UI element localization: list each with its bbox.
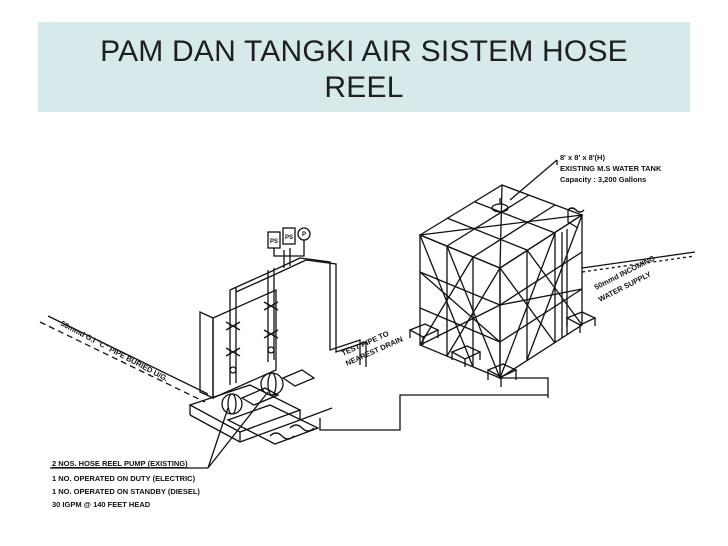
gauge-label-1: PS xyxy=(270,239,278,245)
title-band: PAM DAN TANGKI AIR SISTEM HOSE REEL xyxy=(38,22,690,112)
gauge-label-2: PS xyxy=(285,235,293,241)
slide-title: PAM DAN TANGKI AIR SISTEM HOSE REEL xyxy=(38,34,690,106)
pressure-gauges xyxy=(267,227,311,257)
water-tank xyxy=(408,184,597,387)
pump-skid xyxy=(188,248,320,445)
pump-note-line-2: 1 NO. OPERATED ON STANDBY (DIESEL) xyxy=(52,487,200,496)
title-line-1: PAM DAN TANGKI AIR SISTEM HOSE xyxy=(100,35,628,68)
title-line-2: REEL xyxy=(324,71,404,104)
pump-note-line-1: 1 NO. OPERATED ON DUTY (ELECTRIC) xyxy=(52,474,196,483)
gauge-label-3: P xyxy=(302,232,306,238)
tank-spec-line-2: EXISTING M.S WATER TANK xyxy=(560,164,662,173)
tank-spec-line-3: Capacity : 3,200 Gallons xyxy=(560,175,646,184)
pump-note-line-3: 30 IGPM @ 140 FEET HEAD xyxy=(52,500,151,509)
tank-spec-line-1: 8' x 8' x 8'(H) xyxy=(560,153,605,162)
pump-note-title: 2 NOS. HOSE REEL PUMP (EXISTING) xyxy=(52,459,188,468)
gi-pipe-label: 50mmd G.I "C" PIPE BURIED U/G. xyxy=(59,319,170,384)
